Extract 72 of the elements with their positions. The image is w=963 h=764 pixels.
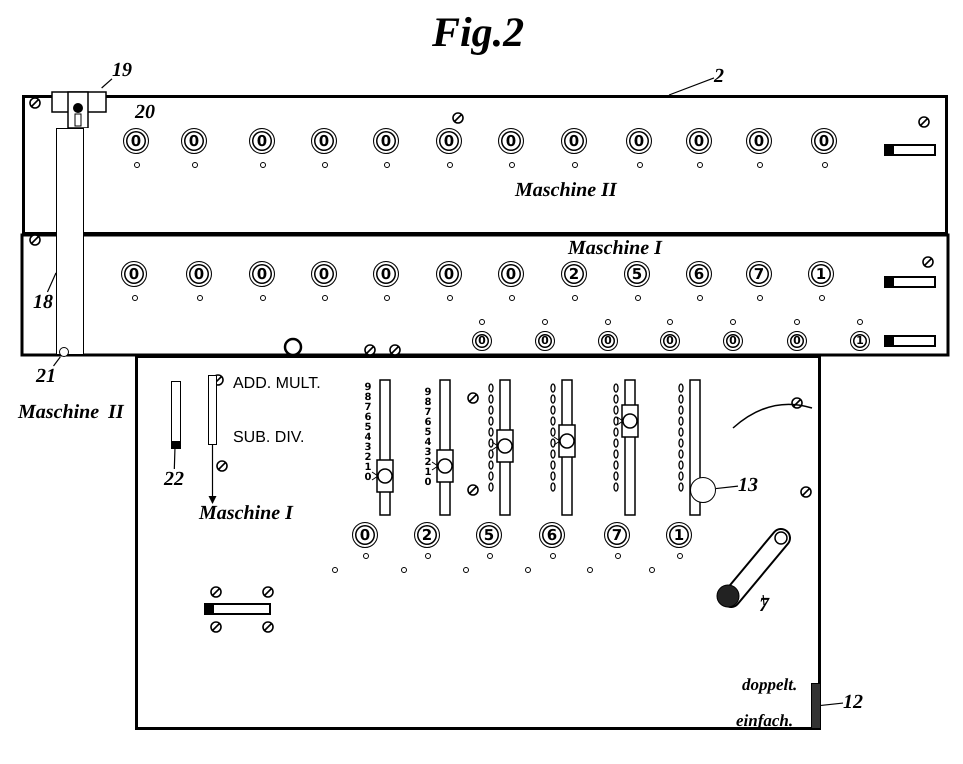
- dial-digit: 0: [186, 261, 212, 287]
- lever-bar: [208, 375, 217, 445]
- machine-panel: [22, 95, 948, 235]
- reference-number: 18: [33, 292, 53, 312]
- reference-number: 20: [135, 102, 155, 122]
- dial-digit: 7: [604, 522, 630, 548]
- dial-digit: 0: [373, 261, 399, 287]
- dial-digit: 0: [746, 128, 772, 154]
- reference-number: 21: [36, 366, 56, 386]
- figure-title: Fig.2: [432, 12, 524, 54]
- dial-digit: 7: [746, 261, 772, 287]
- dial-digit: 0: [660, 331, 680, 351]
- reference-number: 13: [738, 475, 758, 495]
- dial-digit: 0: [249, 261, 275, 287]
- leader-line: [668, 77, 714, 96]
- dial-digit: 0: [686, 128, 712, 154]
- dial-digit: 0: [352, 522, 378, 548]
- dial-digit: 2: [414, 522, 440, 548]
- dial-digit: 0: [181, 128, 207, 154]
- machine-label: Maschine II: [18, 402, 124, 422]
- leader-line: [820, 702, 844, 706]
- dial-digit: 0: [249, 128, 275, 154]
- leader-line: [174, 448, 176, 470]
- operation-label: ADD. MULT.: [233, 376, 321, 392]
- switch-bar: [811, 683, 821, 729]
- foot-pin: [59, 347, 69, 357]
- setting-label: einfach.: [736, 712, 794, 729]
- leader-line: [101, 78, 112, 88]
- leader-line: [46, 272, 57, 292]
- dial-digit: 1: [850, 331, 870, 351]
- dial-digit: 5: [476, 522, 502, 548]
- dial-digit: 0: [472, 331, 492, 351]
- arrow: [208, 445, 216, 504]
- dial-digit: 1: [666, 522, 692, 548]
- dial-digit: 0: [535, 331, 555, 351]
- scale-digits: 9 8 7 6 5 4 3 2 1 0: [364, 383, 372, 483]
- operation-label: SUB. DIV.: [233, 430, 304, 446]
- reference-number: 22: [164, 469, 184, 489]
- dial-digit: 0: [436, 261, 462, 287]
- dial-digit: 0: [598, 331, 618, 351]
- dial-digit: 2: [561, 261, 587, 287]
- slider-knob: [690, 477, 716, 503]
- machine-label: Maschine I: [568, 238, 662, 258]
- dial-digit: 0: [123, 128, 149, 154]
- dial-digit: 0: [498, 128, 524, 154]
- dial-digit: 0: [373, 128, 399, 154]
- dial-digit: 6: [539, 522, 565, 548]
- scale-digits: 9 8 7 6 5 4 3 2 1 0: [424, 388, 432, 488]
- leader-line: [53, 356, 61, 366]
- dial-digit: 0: [436, 128, 462, 154]
- dial-digit: 0: [311, 128, 337, 154]
- dial-digit: 0: [787, 331, 807, 351]
- reference-number: 2: [714, 66, 724, 86]
- leader-line: [716, 486, 738, 490]
- dial-digit: 0: [626, 128, 652, 154]
- dial-digit: 0: [498, 261, 524, 287]
- reference-number: 12: [843, 692, 863, 712]
- setting-label: doppelt.: [742, 676, 798, 693]
- dial-digit: 0: [561, 128, 587, 154]
- machine-label: Maschine II: [515, 180, 617, 200]
- lever-bar: [171, 381, 181, 449]
- reference-number: 19: [112, 60, 132, 80]
- dial-digit: 0: [311, 261, 337, 287]
- dial-digit: 0: [723, 331, 743, 351]
- dial-digit: 5: [624, 261, 650, 287]
- dial-digit: 1: [808, 261, 834, 287]
- machine-base-plate: [135, 355, 821, 730]
- machine-label: Maschine I: [199, 503, 293, 523]
- dial-digit: 0: [811, 128, 837, 154]
- dial-digit: 6: [686, 261, 712, 287]
- dial-digit: 0: [121, 261, 147, 287]
- leader-line: [762, 594, 765, 606]
